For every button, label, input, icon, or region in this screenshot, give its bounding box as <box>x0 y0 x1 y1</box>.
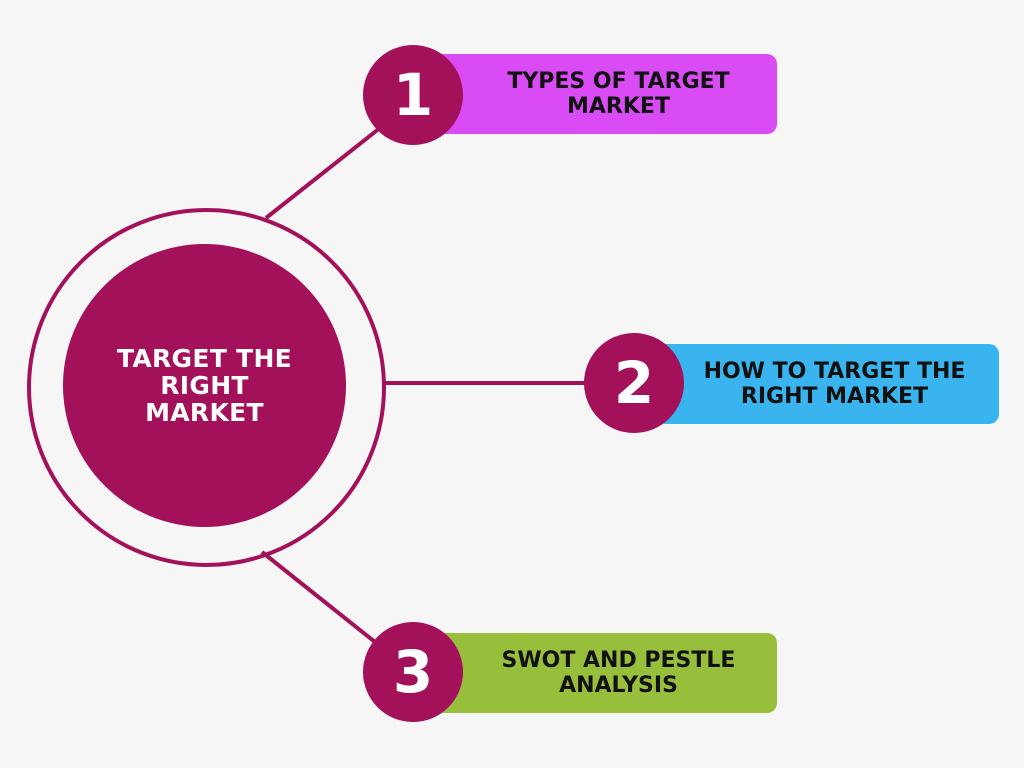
step-2-label: HOW TO TARGET THE RIGHT MARKET <box>703 359 966 409</box>
step-3-box: SWOT AND PESTLE ANALYSIS <box>420 633 777 713</box>
step-1-label: TYPES OF TARGET MARKET <box>507 69 730 119</box>
step-3-number-badge: 3 <box>363 622 463 722</box>
connector-line-1 <box>264 122 387 220</box>
connector-line-3 <box>260 550 382 648</box>
central-hub-ring <box>27 208 386 567</box>
step-1-number-badge: 1 <box>363 45 463 145</box>
step-1-box: TYPES OF TARGET MARKET <box>420 54 777 134</box>
step-2-box: HOW TO TARGET THE RIGHT MARKET <box>640 344 999 424</box>
central-hub: TARGET THE RIGHT MARKET <box>63 244 346 527</box>
step-2-number-badge: 2 <box>584 333 684 433</box>
central-hub-title: TARGET THE RIGHT MARKET <box>116 344 293 427</box>
step-3-label: SWOT AND PESTLE ANALYSIS <box>501 648 736 698</box>
